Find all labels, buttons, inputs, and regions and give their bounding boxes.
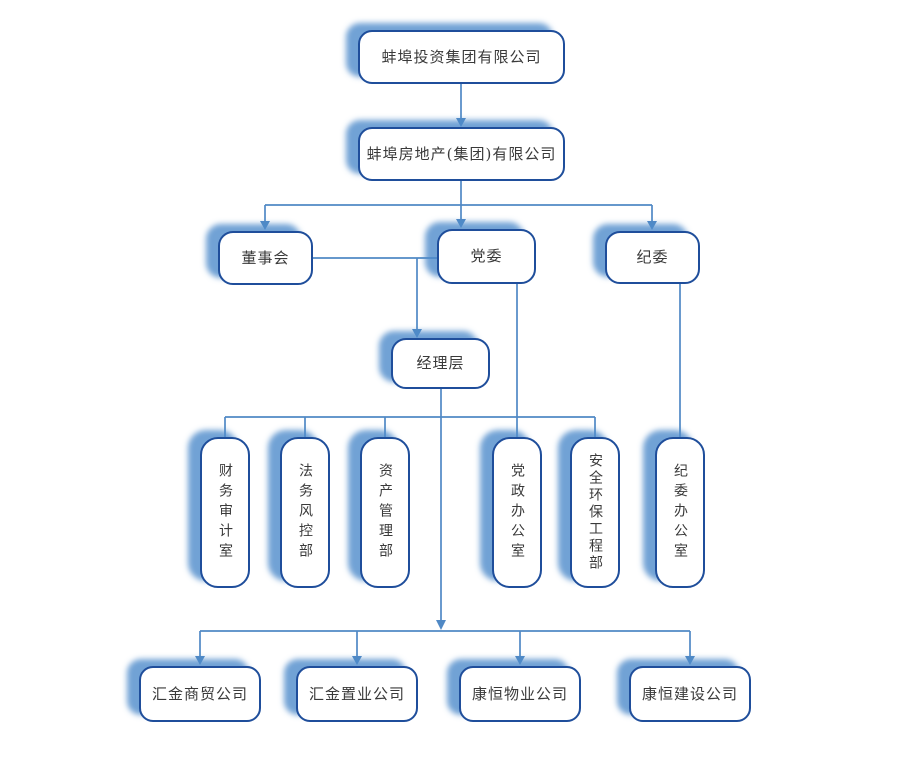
org-node-subsidiary-kangheng-property-label: 康恒物业公司 [471,684,568,703]
edge-to-subsidiary-1 [195,631,205,665]
org-node-dept-legal-risk: 法务风控部 [280,437,330,588]
org-node-dept-legal-risk-label: 法务风控部 [297,462,313,563]
edge-to-subsidiary-4 [685,631,695,665]
edge-group-to-governance-bus [265,181,652,206]
org-node-group: 蚌埠房地产(集团)有限公司 [358,127,565,181]
org-node-subsidiary-huijin-realty: 汇金置业公司 [296,666,418,722]
org-node-root-label: 蚌埠投资集团有限公司 [381,47,542,66]
org-node-root: 蚌埠投资集团有限公司 [358,30,565,84]
edge-to-board [260,205,270,230]
org-node-dept-party-gov-office: 党政办公室 [492,437,542,588]
org-node-subsidiary-kangheng-construction-label: 康恒建设公司 [641,684,738,703]
org-node-dept-asset-management-label: 资产管理部 [377,462,393,563]
org-node-dept-safety-env-engineering-label: 安全环保工程部 [587,453,603,572]
edge-root-to-group [456,84,466,127]
org-node-subsidiary-huijin-realty-label: 汇金置业公司 [308,684,405,703]
org-node-management-label: 经理层 [416,354,465,373]
org-node-discipline-committee: 纪委 [605,231,700,284]
edge-to-discipline-committee [647,205,657,230]
org-node-dept-discipline-office: 纪委办公室 [655,437,705,588]
org-node-management: 经理层 [391,338,490,389]
org-node-dept-party-gov-office-label: 党政办公室 [509,462,525,563]
edge-management-to-subsidiaries-bus [200,389,690,632]
org-node-subsidiary-kangheng-property: 康恒物业公司 [459,666,581,722]
org-node-dept-safety-env-engineering: 安全环保工程部 [570,437,620,588]
org-node-subsidiary-huijin-trading-label: 汇金商贸公司 [151,684,248,703]
org-node-board-label: 董事会 [241,248,290,267]
org-node-board: 董事会 [218,231,313,285]
org-node-subsidiary-kangheng-construction: 康恒建设公司 [629,666,751,722]
org-node-dept-asset-management: 资产管理部 [360,437,410,588]
org-node-party-committee-label: 党委 [470,247,503,266]
edge-to-subsidiary-2 [352,631,362,665]
org-node-group-label: 蚌埠房地产(集团)有限公司 [366,144,557,163]
org-node-discipline-committee-label: 纪委 [636,248,669,267]
bus-departments [224,416,596,437]
org-node-dept-discipline-office-label: 纪委办公室 [672,462,688,563]
org-node-dept-finance-audit: 财务审计室 [200,437,250,588]
edge-to-management [412,258,422,338]
org-node-dept-finance-audit-label: 财务审计室 [217,462,233,563]
edge-to-party-committee [456,205,466,228]
edge-to-subsidiary-3 [515,631,525,665]
org-node-subsidiary-huijin-trading: 汇金商贸公司 [139,666,261,722]
org-node-party-committee: 党委 [437,229,536,284]
